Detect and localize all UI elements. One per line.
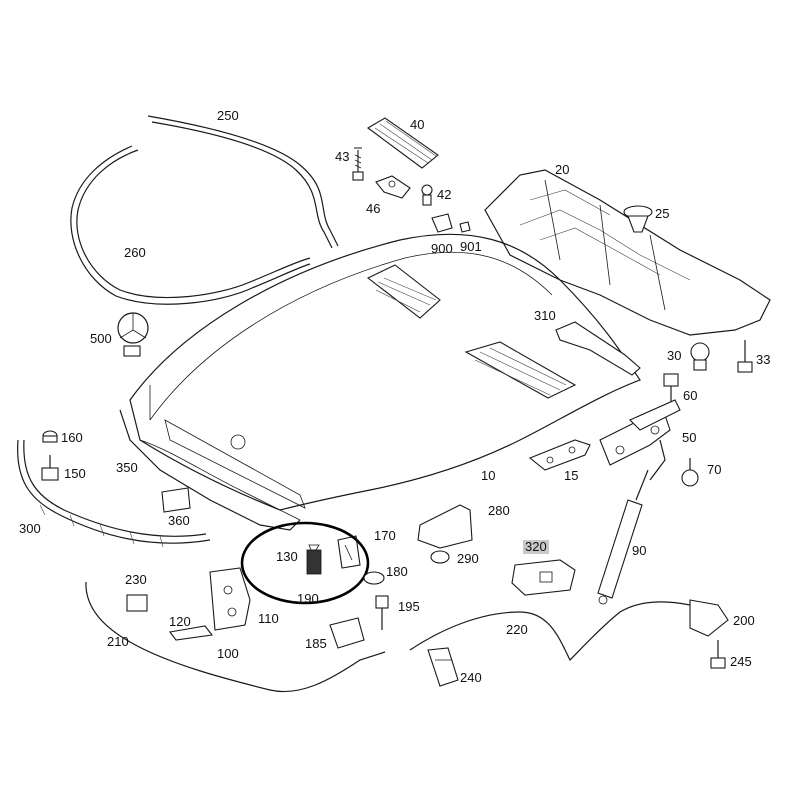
hinge-50	[599, 399, 681, 481]
bolt-195	[375, 595, 389, 630]
label-50: 50	[682, 430, 697, 445]
label-900: 900	[431, 241, 453, 256]
clip-360	[161, 487, 191, 513]
label-30: 30	[667, 348, 682, 363]
connector-900	[431, 213, 453, 233]
cover-320	[511, 559, 576, 596]
label-42: 42	[437, 187, 452, 202]
label-20: 20	[555, 162, 570, 177]
label-200: 200	[733, 613, 755, 628]
star-emblem-500	[117, 312, 149, 357]
label-150: 150	[64, 466, 86, 481]
bolt-60	[663, 373, 679, 404]
buffer-290	[430, 550, 450, 564]
nut-70	[681, 458, 699, 487]
label-170: 170	[374, 528, 396, 543]
cable-220	[409, 601, 691, 662]
label-901: 901	[460, 239, 482, 254]
label-43: 43	[335, 149, 350, 164]
nut-30	[690, 342, 710, 371]
clip-25	[623, 205, 653, 233]
lock-110	[209, 567, 251, 631]
screw-43	[352, 147, 364, 181]
bolt-33	[737, 340, 753, 373]
label-15: 15	[564, 468, 579, 483]
label-300: 300	[19, 521, 41, 536]
label-210: 210	[107, 634, 129, 649]
label-245: 245	[730, 654, 752, 669]
seal-300	[17, 439, 211, 548]
buffer-180	[363, 571, 385, 585]
label-25: 25	[655, 206, 670, 221]
seal-strip-260	[70, 145, 311, 305]
catch-185	[329, 617, 365, 649]
grille-40	[367, 117, 439, 169]
highlight-circle	[240, 521, 370, 605]
label-60: 60	[683, 388, 698, 403]
label-33: 33	[756, 352, 771, 367]
label-46: 46	[366, 201, 381, 216]
bracket-280	[417, 504, 473, 549]
label-350: 350	[116, 460, 138, 475]
clip-230	[126, 594, 148, 612]
bolt-245	[710, 640, 726, 669]
bracket-200	[689, 599, 729, 637]
seal-strip-250	[147, 115, 339, 249]
buffer-150	[41, 455, 59, 481]
bracket-170	[337, 535, 361, 569]
label-130: 130	[276, 549, 298, 564]
label-90: 90	[632, 543, 647, 558]
label-250: 250	[217, 108, 239, 123]
label-240: 240	[460, 670, 482, 685]
label-185: 185	[305, 636, 327, 651]
cowl-panel-20	[484, 169, 771, 336]
cable-210	[85, 581, 386, 693]
clip-240	[427, 647, 459, 687]
bracket-46	[375, 175, 411, 199]
label-110: 110	[258, 611, 279, 626]
label-500: 500	[90, 331, 112, 346]
latch-130	[306, 544, 322, 575]
trim-310	[555, 321, 641, 376]
label-120: 120	[169, 614, 191, 629]
lever-120	[169, 625, 214, 641]
label-360: 360	[168, 513, 190, 528]
label-310: 310	[534, 308, 556, 323]
buffer-160	[42, 430, 58, 443]
label-70: 70	[707, 462, 722, 477]
label-290: 290	[457, 551, 479, 566]
gas-strut-90	[597, 469, 649, 605]
label-220: 220	[506, 622, 528, 637]
hood-10	[119, 233, 641, 531]
label-100: 100	[217, 646, 239, 661]
bracket-15	[528, 439, 591, 471]
label-230: 230	[125, 572, 147, 587]
label-195: 195	[398, 599, 420, 614]
label-190: 190	[297, 591, 319, 606]
label-260: 260	[124, 245, 146, 260]
label-160: 160	[61, 430, 83, 445]
connector-901	[459, 221, 471, 233]
label-40: 40	[410, 117, 425, 132]
label-280: 280	[488, 503, 510, 518]
fastener-42	[421, 184, 433, 206]
label-180: 180	[386, 564, 408, 579]
label-10: 10	[481, 468, 496, 483]
label-320: 320	[523, 539, 549, 554]
